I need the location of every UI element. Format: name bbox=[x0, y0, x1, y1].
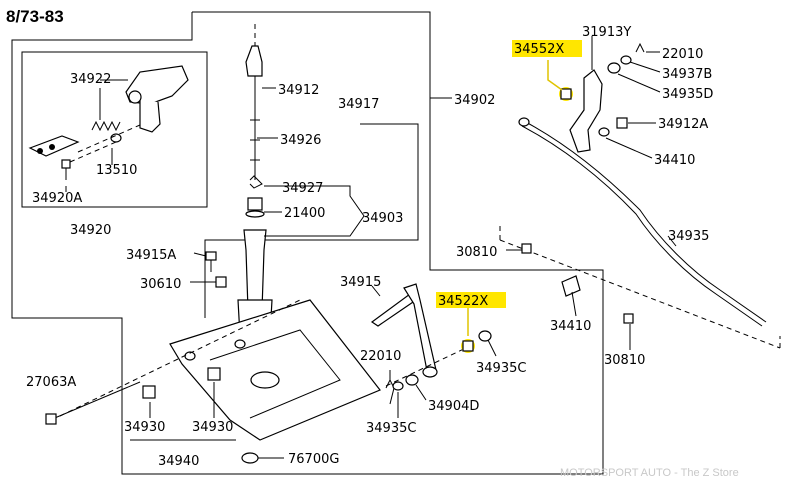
label-13510: 13510 bbox=[96, 163, 137, 178]
label-34922: 34922 bbox=[70, 72, 111, 87]
shift-lever-icon bbox=[237, 45, 273, 337]
label-34904D: 34904D bbox=[428, 399, 479, 414]
label-34930-right: 34930 bbox=[192, 420, 233, 435]
washer-34935C-lower-icon bbox=[392, 381, 404, 391]
shift-knob-icon bbox=[125, 65, 189, 133]
clip-22010-lower-icon bbox=[385, 378, 395, 405]
washer-34935D-icon bbox=[607, 62, 621, 74]
label-30610: 30610 bbox=[140, 277, 181, 292]
knob-inset-box bbox=[21, 51, 208, 208]
label-21400: 21400 bbox=[284, 206, 325, 221]
nut-34522X-highlighted-icon bbox=[461, 306, 475, 353]
shifter-base-plate-icon bbox=[169, 299, 381, 441]
highlight-34552X bbox=[512, 40, 582, 57]
label-34930-left: 34930 bbox=[124, 420, 165, 435]
label-34927: 34927 bbox=[282, 181, 323, 196]
label-34915: 34915 bbox=[340, 275, 381, 290]
label-34902: 34902 bbox=[454, 93, 495, 108]
lever-boundary-34917 bbox=[204, 123, 419, 318]
label-34912: 34912 bbox=[278, 83, 319, 98]
label-34935D: 34935D bbox=[662, 87, 713, 102]
label-34903: 34903 bbox=[362, 211, 403, 226]
highlight-34522X bbox=[436, 292, 506, 308]
nut-30610-icon bbox=[215, 276, 227, 288]
label-22010-lower: 22010 bbox=[360, 349, 401, 364]
label-34522X: 34522X bbox=[438, 294, 488, 309]
rod-end-34410-lower-icon bbox=[561, 275, 581, 297]
clip-22010-upper-icon bbox=[635, 42, 645, 53]
label-31913Y: 31913Y bbox=[582, 25, 631, 40]
label-34920: 34920 bbox=[70, 223, 111, 238]
label-34920A: 34920A bbox=[32, 191, 82, 206]
label-34410-lower: 34410 bbox=[550, 319, 591, 334]
label-30810-upper: 30810 bbox=[456, 245, 497, 260]
label-30810-lower: 30810 bbox=[604, 353, 645, 368]
label-34935C-lower: 34935C bbox=[366, 421, 416, 436]
label-34552X: 34552X bbox=[514, 42, 564, 57]
label-34915A: 34915A bbox=[126, 248, 176, 263]
select-rod-icon bbox=[370, 283, 438, 378]
bolt-34915A-icon bbox=[205, 251, 217, 272]
washer-34410-upper-icon bbox=[598, 127, 610, 137]
nut-30810-lower-icon bbox=[623, 313, 634, 324]
label-34940: 34940 bbox=[158, 454, 199, 469]
control-rod-34935-icon bbox=[518, 117, 767, 327]
grommet-76700G-icon bbox=[241, 452, 259, 464]
washer-34904D-icon bbox=[405, 374, 419, 386]
nut-30810-upper-icon bbox=[521, 243, 532, 254]
label-22010-upper: 22010 bbox=[662, 47, 703, 62]
label-34917: 34917 bbox=[338, 97, 379, 112]
washer-34937B-icon bbox=[620, 55, 632, 65]
nut-34552X-highlighted-icon bbox=[547, 60, 573, 101]
bracket-31913Y-icon bbox=[569, 69, 603, 153]
label-34935: 34935 bbox=[668, 229, 709, 244]
label-27063A: 27063A bbox=[26, 375, 76, 390]
label-34937B: 34937B bbox=[662, 67, 712, 82]
nut-34912A-icon bbox=[616, 117, 628, 129]
knob-insert-icon bbox=[28, 135, 80, 157]
knob-washer-icon bbox=[110, 133, 122, 143]
washer-34935C-icon bbox=[478, 330, 492, 342]
knob-screw-icon bbox=[61, 159, 71, 180]
spring-icon bbox=[91, 120, 121, 132]
label-34935C: 34935C bbox=[476, 361, 526, 376]
watermark-text: MOTORSPORT AUTO - The Z Store bbox=[560, 467, 739, 479]
label-76700G: 76700G bbox=[288, 452, 339, 467]
bolt-27063A-icon bbox=[45, 381, 141, 425]
assembly-boundary-34902 bbox=[11, 11, 604, 475]
pivot-bushing-icon bbox=[142, 367, 221, 399]
label-34912A: 34912A bbox=[658, 117, 708, 132]
label-34926: 34926 bbox=[280, 133, 321, 148]
date-range-title: 8/73-83 bbox=[6, 7, 64, 26]
label-34410-upper: 34410 bbox=[654, 153, 695, 168]
